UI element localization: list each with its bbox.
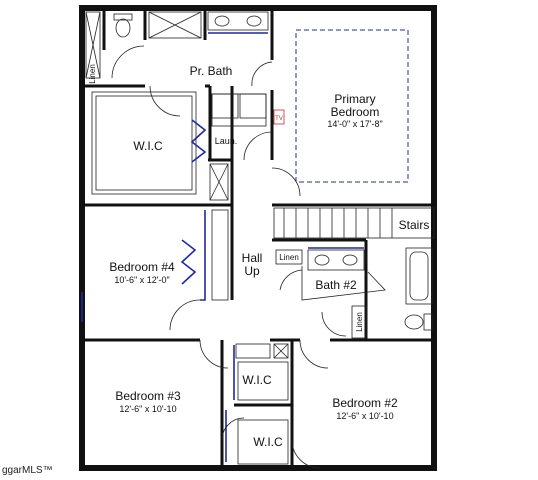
linen-top-label: Linen (88, 64, 97, 84)
tv-label: TV (275, 116, 283, 122)
mls-watermark: ggarMLS™ (2, 465, 53, 476)
vanity-bath2 (307, 249, 365, 271)
toilet-primary (115, 18, 131, 38)
primary-bedroom-label-line2: Bedroom (331, 105, 380, 119)
wic-primary-label: W.I.C (133, 139, 163, 153)
dryer (239, 93, 267, 119)
linen-mid-label: Linen (279, 253, 299, 262)
stairs-label: Stairs (399, 218, 430, 232)
hall-label-line2: Up (244, 264, 260, 278)
tray-ceiling (295, 29, 409, 183)
vanity-primary (207, 11, 269, 31)
interior-walls (80, 8, 434, 468)
bedroom3-label: Bedroom #3 (115, 389, 181, 403)
bedroom4-label: Bedroom #4 (109, 260, 175, 274)
linen-closet-top (85, 11, 101, 79)
bath2-label: Bath #2 (315, 278, 357, 292)
wic-mid-label: W.I.C (242, 373, 272, 387)
shower-primary (148, 11, 202, 39)
tub-bath2 (405, 247, 433, 305)
hall-label-line1: Hall (242, 251, 263, 265)
bedroom2-dims: 12'-6" x 10'-10 (336, 411, 393, 421)
linen-right-label: Linen (355, 312, 364, 332)
primary-bedroom-dims: 14'-0" x 17'-8" (327, 119, 382, 129)
laundry-label: Laun. (215, 136, 238, 146)
bedroom4-dims: 10'-6" x 12'-0" (114, 275, 169, 285)
bedroom3-dims: 12'-6" x 10'-10 (119, 404, 176, 414)
stairs-treads (273, 207, 435, 239)
bedroom2-label: Bedroom #2 (332, 396, 398, 410)
wic-bottom-label: W.I.C (253, 435, 283, 449)
pr-bath-label: Pr. Bath (190, 64, 233, 78)
washer (211, 93, 239, 119)
primary-bedroom-label-line1: Primary (334, 92, 375, 106)
tv-mark (273, 109, 285, 125)
toilet-bath2 (404, 314, 424, 330)
